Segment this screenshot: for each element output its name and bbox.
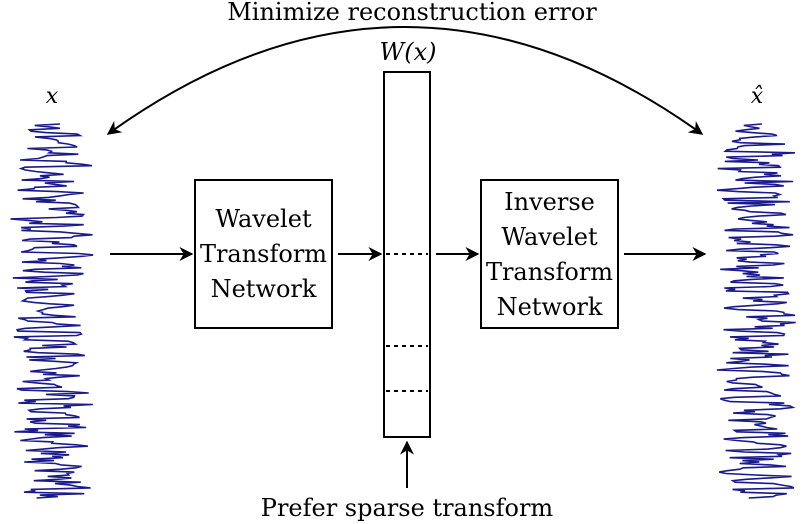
input-signal-label: x [46,84,59,109]
reconstruction-arc-arrow [106,26,704,135]
input-signal-waveform [10,123,94,499]
output-signal-label: x̂ [751,84,764,109]
top-label: Minimize reconstruction error [227,0,597,26]
inverse-block-line-2: Wavelet [501,223,598,251]
coefficients-label: W(x) [380,38,437,66]
bottom-label: Prefer sparse transform [261,494,554,522]
coefficient-vector [383,71,431,438]
wavelet-block-line-2: Transform [200,240,327,268]
inverse-block-line-3: Transform [486,258,613,286]
output-signal-waveform [716,123,796,499]
wavelet-block-line-1: Wavelet [215,205,312,233]
wavelet-transform-network-block: Wavelet Transform Network [194,179,333,329]
wavelet-block-line-3: Network [211,275,317,303]
inverse-block-line-1: Inverse [504,188,595,216]
inverse-block-line-4: Network [497,293,603,321]
inverse-wavelet-transform-network-block: Inverse Wavelet Transform Network [480,179,619,329]
